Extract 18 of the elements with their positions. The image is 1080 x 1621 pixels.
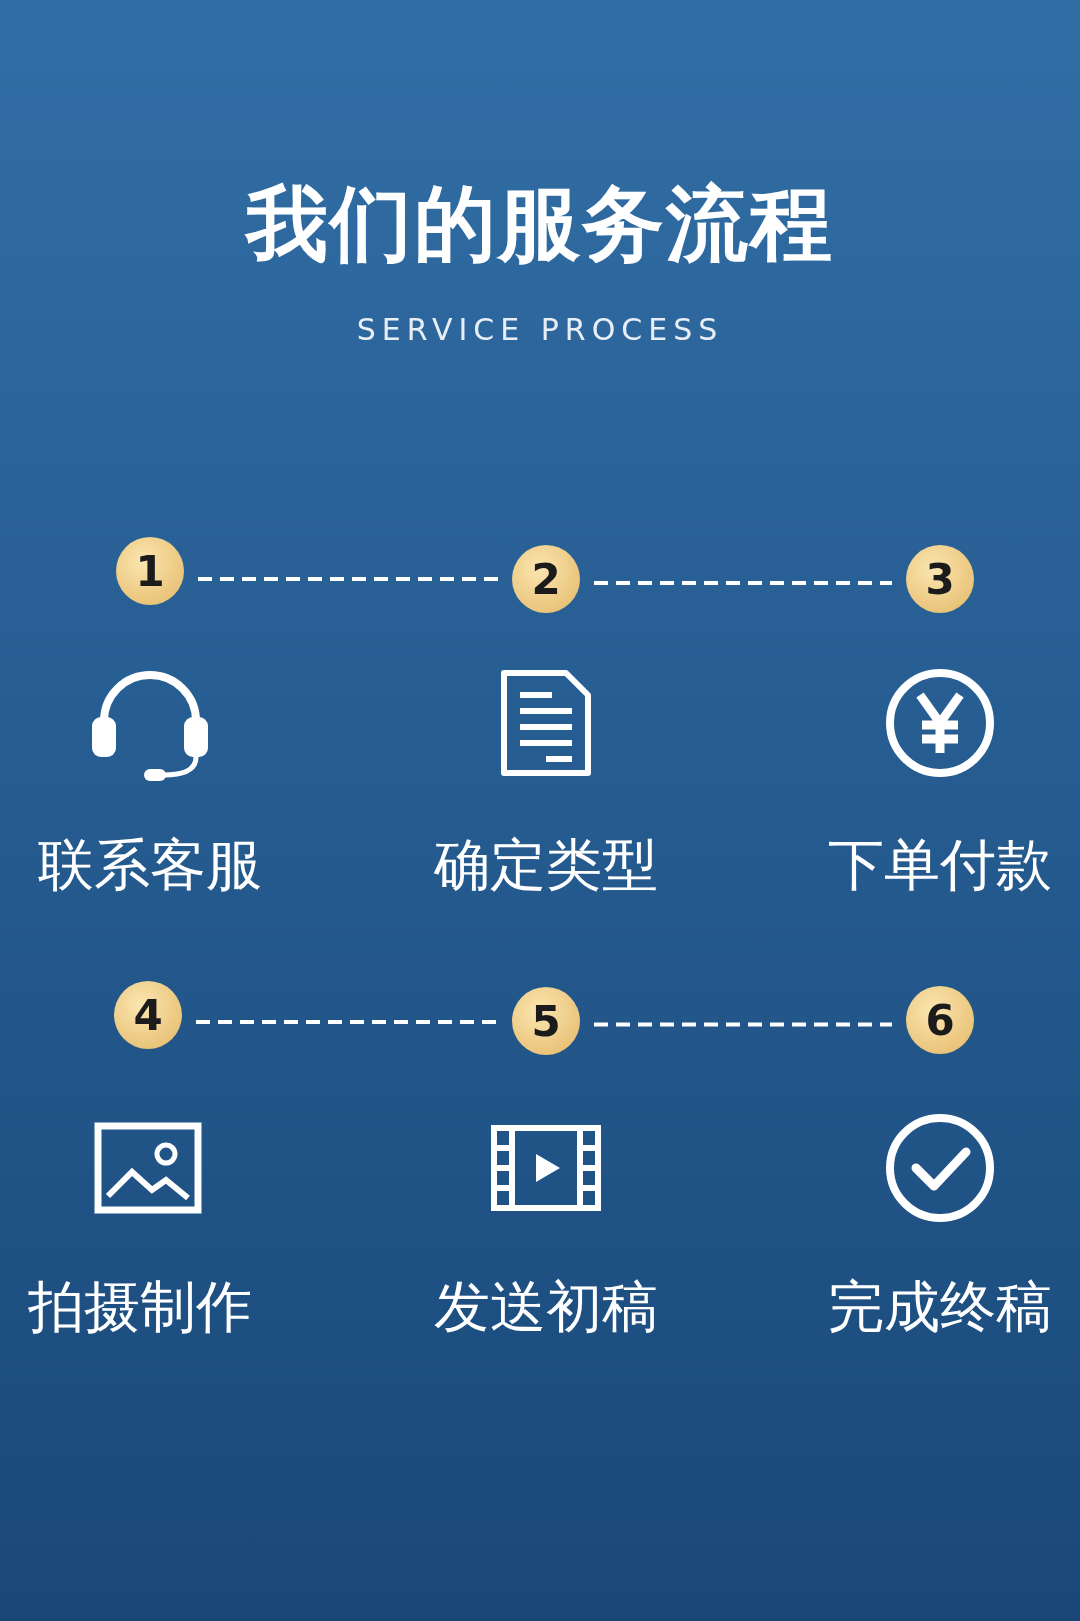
dashed-connector (594, 581, 892, 585)
title: 我们的服务流程 (243, 174, 835, 273)
subtitle: SERVICE PROCESS (355, 312, 725, 347)
step-number-badge: 6 (906, 986, 974, 1054)
step-number-badge: 3 (906, 545, 974, 613)
step-label: 联系客服 (37, 831, 263, 899)
step-label: 拍摄制作 (27, 1273, 253, 1341)
step-label: 发送初稿 (433, 1273, 659, 1341)
step-number-badge: 2 (512, 545, 580, 613)
dashed-connector (196, 1020, 498, 1024)
step-label: 完成终稿 (827, 1273, 1053, 1341)
dashed-connector (594, 1022, 892, 1027)
step-number-badge: 4 (114, 981, 182, 1049)
step-number-badge: 5 (512, 987, 580, 1055)
step-label: 下单付款 (827, 831, 1053, 899)
dashed-connector (198, 577, 498, 581)
step-label: 确定类型 (433, 831, 659, 899)
step-number-badge: 1 (116, 537, 184, 605)
